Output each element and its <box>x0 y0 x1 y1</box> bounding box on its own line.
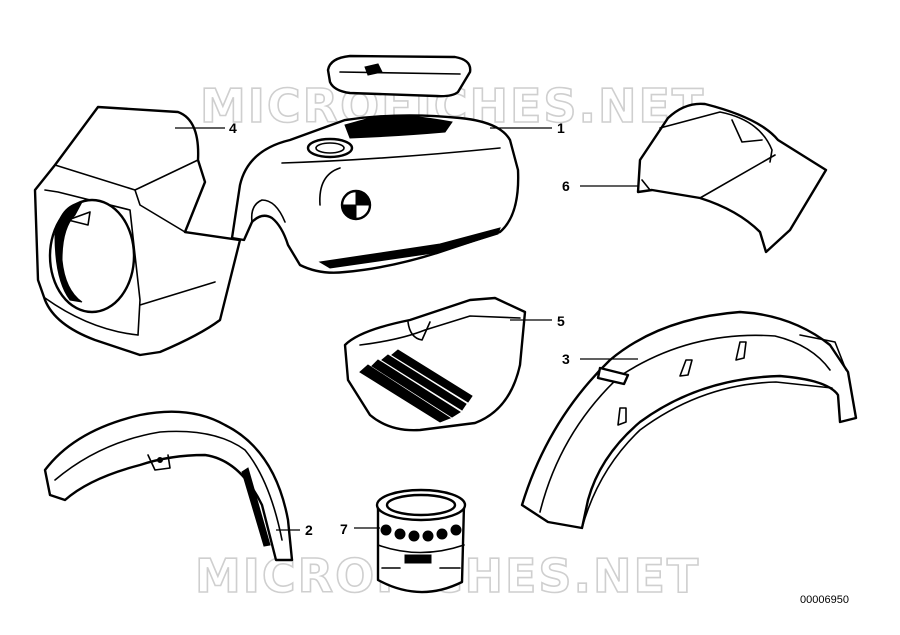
callout-6: 6 <box>562 178 570 194</box>
tank-cover-plate <box>326 54 472 98</box>
paint-can-dot-band <box>380 524 462 542</box>
callout-2: 2 <box>305 522 313 538</box>
callout-4: 4 <box>229 120 237 136</box>
callout-3: 3 <box>562 351 570 367</box>
document-number: 00006950 <box>800 594 849 606</box>
front-fender <box>43 410 294 562</box>
callout-5: 5 <box>557 313 565 329</box>
callout-7: 7 <box>340 521 348 537</box>
paint-can <box>375 488 467 594</box>
tail-section <box>636 102 828 254</box>
side-cover <box>343 296 527 432</box>
headlight-fairing <box>33 105 242 357</box>
fuel-tank <box>230 114 520 274</box>
rear-fender <box>520 310 858 530</box>
callout-1: 1 <box>557 120 565 136</box>
side-cover-vent-stripes <box>359 349 473 423</box>
